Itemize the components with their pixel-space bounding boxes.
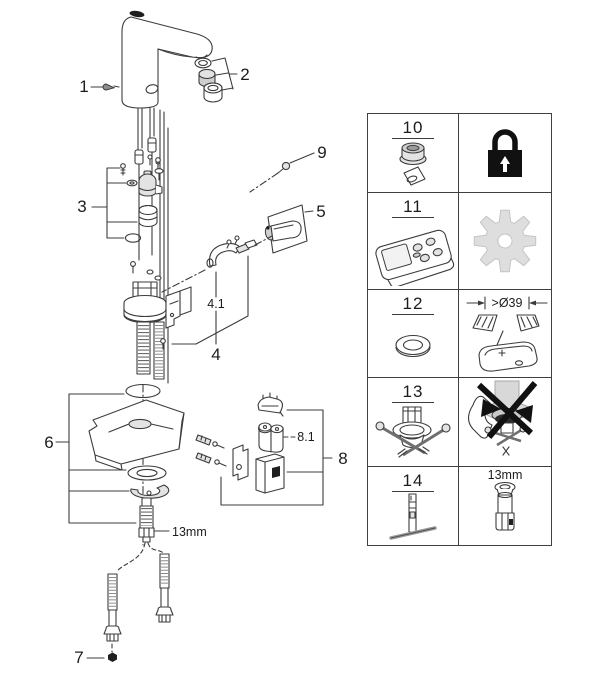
sensor-led-oval — [129, 10, 145, 18]
part-number-10: 10 — [391, 119, 435, 139]
cell-min-diameter: >Ø39 — [459, 290, 551, 378]
locknut-7 — [108, 652, 117, 662]
mousseur-aerator-set — [194, 57, 223, 103]
grommet-with-clip-icon — [368, 139, 458, 192]
callout-6-label: 6 — [44, 433, 53, 452]
callout-9-line — [289, 152, 315, 164]
min-hole-diameter-diagram: >Ø39 — [459, 290, 551, 377]
elbow-axis-line — [161, 235, 273, 293]
callout-2-bracket — [211, 57, 238, 91]
callout-6-bracket — [55, 393, 137, 524]
callout-5-label: 5 — [316, 202, 325, 221]
parts-table: 10 11 — [367, 113, 552, 546]
sensor-window — [145, 84, 159, 94]
cell-lock — [459, 114, 551, 193]
callout-4-bracket — [171, 255, 249, 345]
washer-ring-icon — [368, 315, 458, 377]
deck-mounting-hardware — [127, 465, 170, 543]
solenoid-cartridge-set — [120, 157, 164, 243]
socket-tool-icon — [368, 492, 458, 545]
cell-socket-13mm: 13mm — [459, 467, 551, 545]
callout-4-1-label: 4.1 — [207, 297, 224, 311]
wrong-installation-warning-icon — [459, 378, 551, 466]
callout-8-1-label: 8.1 — [297, 430, 314, 444]
part-number-12: 12 — [391, 295, 435, 315]
socket-adapter-icon: 13mm — [459, 467, 551, 545]
callout-2-label: 2 — [240, 65, 249, 84]
min-diameter-label: >Ø39 — [492, 296, 523, 310]
supply-hoses — [103, 542, 174, 653]
mounting-plate-set — [160, 286, 192, 350]
cell-wrong-install — [459, 378, 551, 467]
callout-1-label: 1 — [79, 77, 88, 96]
faucet-spout-assembly — [121, 10, 213, 109]
socket-size-label: 13mm — [488, 468, 523, 482]
battery-housing-set — [195, 392, 285, 494]
callout-8-label: 8 — [338, 449, 347, 468]
callout-5-line — [304, 210, 314, 213]
cell-part-11: 11 — [368, 193, 459, 290]
base-assembly — [123, 261, 169, 384]
callout-7-label: 7 — [74, 648, 83, 667]
callout-4-label: 4 — [211, 345, 220, 364]
callout-9-label: 9 — [317, 143, 326, 162]
fixing-screw-1 — [102, 83, 120, 91]
callout-3-bracket — [91, 167, 138, 239]
remote-control-icon — [368, 218, 458, 289]
base-o-ring — [125, 383, 161, 399]
pin-screw-9 — [277, 161, 291, 174]
cell-part-10: 10 — [368, 114, 459, 193]
part-number-14: 14 — [391, 472, 435, 492]
callout-8-bracket — [220, 409, 333, 506]
deck-slab — [88, 399, 185, 471]
cell-part-12: 12 — [368, 290, 459, 378]
lever-handle — [264, 204, 308, 254]
inlet-elbow-check-valve — [206, 235, 258, 268]
size-label-13mm: 13mm — [172, 525, 207, 539]
mounting-bracket-icon — [368, 403, 458, 466]
cell-gear — [459, 193, 551, 290]
cell-part-14: 14 — [368, 467, 459, 545]
part-number-13: 13 — [391, 383, 435, 403]
padlock-icon — [459, 114, 551, 192]
gear-icon — [459, 193, 551, 289]
part-number-11: 11 — [392, 198, 434, 218]
callout-3-label: 3 — [77, 197, 86, 216]
cell-part-13: 13 — [368, 378, 459, 467]
